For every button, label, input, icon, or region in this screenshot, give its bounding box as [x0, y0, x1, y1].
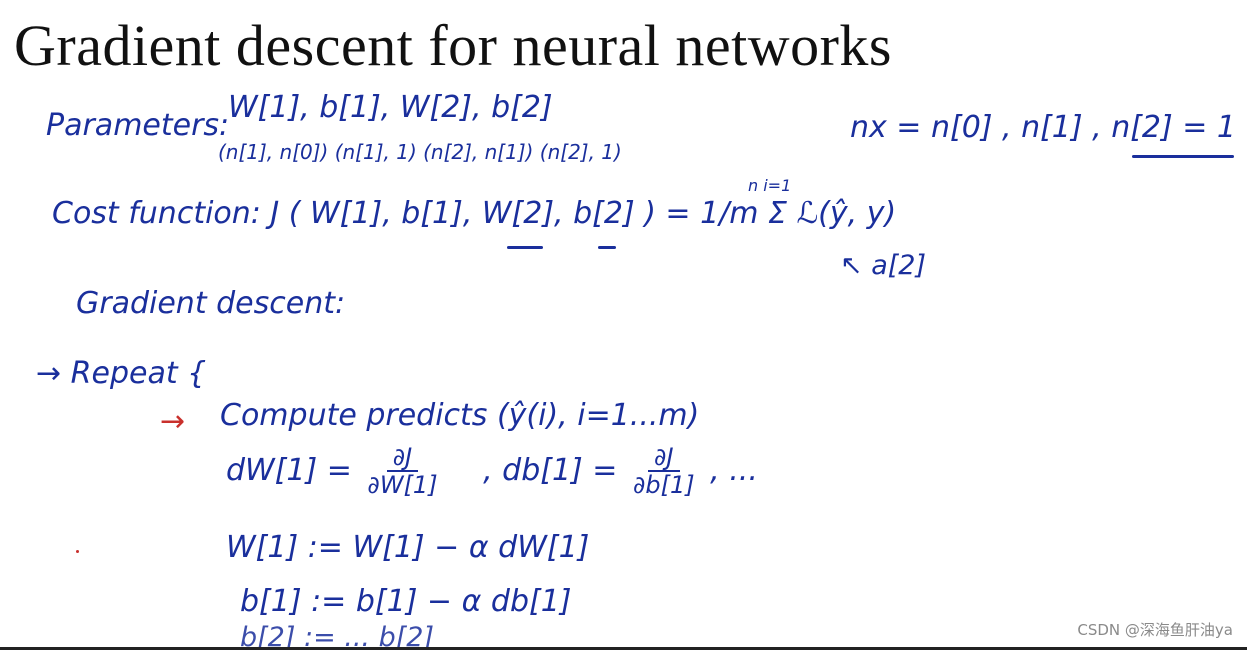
- sum-limits: n i=1: [748, 176, 792, 195]
- b2-underline: [598, 246, 616, 249]
- compute-arrow: →: [160, 404, 186, 439]
- dj-dw-fraction: ∂J ∂W[1]: [361, 444, 443, 499]
- layer-sizes: nx = n[0] , n[1] , n[2] = 1: [850, 110, 1237, 145]
- cost-function: Cost function: J ( W[1], b[1], W[2], b[2…: [52, 196, 897, 231]
- parameters-label: Parameters:: [46, 108, 230, 143]
- dj-dw-denominator: ∂W[1]: [367, 471, 438, 500]
- repeat-line: → Repeat {: [36, 356, 207, 391]
- dj-db-denominator: ∂b[1]: [632, 471, 695, 500]
- dj-db-numerator: ∂J: [648, 444, 680, 473]
- gradient-descent-label: Gradient descent:: [76, 286, 346, 321]
- w2-underline: [507, 246, 543, 249]
- derivative-line: dW[1] = ∂J ∂W[1] , db[1] = ∂J ∂b[1] , ..…: [226, 444, 758, 499]
- watermark: CSDN @深海鱼肝油ya: [1077, 621, 1233, 639]
- dj-dw-numerator: ∂J: [386, 444, 419, 473]
- yhat-annotation: ↖ a[2]: [840, 250, 926, 281]
- dw-lhs: dW[1] =: [226, 452, 352, 488]
- compute-predictions: Compute predicts (ŷ(i), i=1...m): [220, 398, 700, 433]
- parameters-dimensions: (n[1], n[0]) (n[1], 1) (n[2], n[1]) (n[2…: [218, 140, 622, 164]
- db-lhs: , db[1] =: [483, 452, 618, 488]
- slide-title: Gradient descent for neural networks: [14, 13, 893, 78]
- update-b: b[1] := b[1] − α db[1]: [240, 584, 572, 619]
- n2-underline: [1132, 155, 1234, 158]
- parameters-list: W[1], b[1], W[2], b[2]: [228, 90, 553, 125]
- update-w: W[1] := W[1] − α dW[1]: [226, 530, 590, 565]
- bottom-border: [0, 647, 1247, 650]
- red-dot: [76, 550, 79, 553]
- dj-db-fraction: ∂J ∂b[1]: [627, 444, 701, 499]
- derivative-ellipsis: , ...: [710, 452, 758, 488]
